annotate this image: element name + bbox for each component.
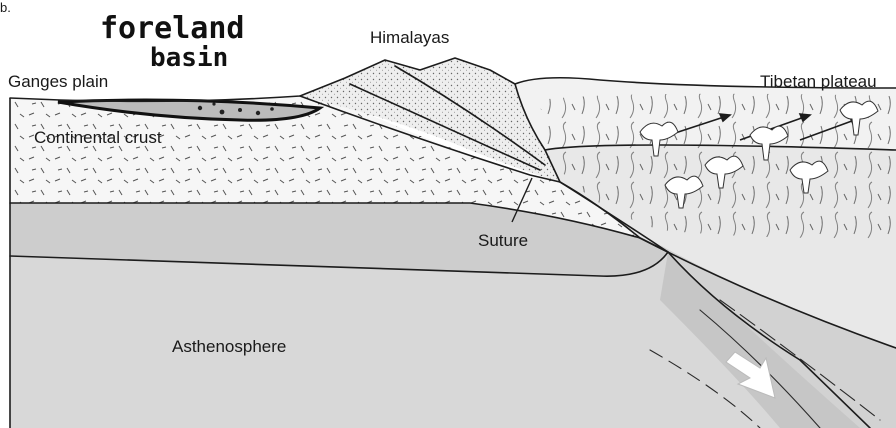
- tibetan-plateau-label: Tibetan plateau: [760, 72, 877, 91]
- continental-crust-label: Continental crust: [34, 128, 162, 147]
- himalayas-label: Himalayas: [370, 28, 449, 47]
- asthenosphere-label: Asthenosphere: [172, 337, 286, 356]
- ganges-plain-label: Ganges plain: [8, 72, 108, 91]
- annotation-line1: foreland: [100, 11, 245, 46]
- annotation-line2: basin: [150, 43, 228, 73]
- suture-label: Suture: [478, 231, 528, 250]
- figure-letter: b.: [0, 0, 11, 15]
